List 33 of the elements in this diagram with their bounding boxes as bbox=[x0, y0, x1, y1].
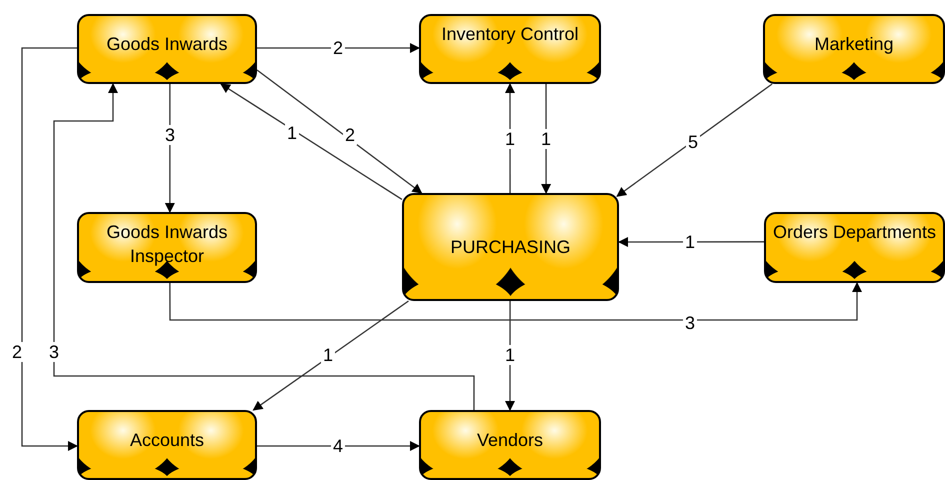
edge-label: 2 bbox=[10, 342, 24, 362]
process-box bbox=[763, 14, 945, 84]
node-label: Goods Inwards Inspector bbox=[105, 221, 229, 268]
edge-label: 1 bbox=[503, 129, 517, 149]
arrow bbox=[252, 300, 409, 411]
process-box bbox=[764, 212, 945, 283]
node-label: Inventory Control bbox=[440, 23, 580, 46]
edge-label: 1 bbox=[503, 345, 517, 365]
node-label: Marketing bbox=[813, 33, 895, 56]
arrow bbox=[21, 47, 78, 451]
process-box bbox=[77, 410, 257, 480]
edge-label: 3 bbox=[47, 342, 61, 362]
node-label: Vendors bbox=[476, 429, 544, 452]
edge-label: 2 bbox=[343, 125, 357, 145]
arrow bbox=[256, 69, 422, 194]
arrow bbox=[53, 83, 475, 410]
node-label: PURCHASING bbox=[449, 236, 572, 259]
process-box bbox=[77, 212, 257, 283]
arrow bbox=[618, 237, 764, 248]
process-box bbox=[419, 14, 601, 84]
node-label: Accounts bbox=[128, 429, 206, 452]
process-box bbox=[419, 410, 601, 480]
process-box bbox=[77, 14, 257, 84]
node-label: Goods Inwards bbox=[105, 33, 229, 56]
arrow bbox=[169, 282, 862, 321]
arrow bbox=[220, 83, 402, 200]
edge-label: 3 bbox=[163, 125, 177, 145]
edge-label: 1 bbox=[539, 129, 553, 149]
arrow bbox=[164, 84, 175, 213]
arrow bbox=[616, 83, 772, 197]
arrow bbox=[257, 440, 420, 451]
process-box bbox=[402, 193, 619, 301]
arrow bbox=[257, 43, 420, 54]
